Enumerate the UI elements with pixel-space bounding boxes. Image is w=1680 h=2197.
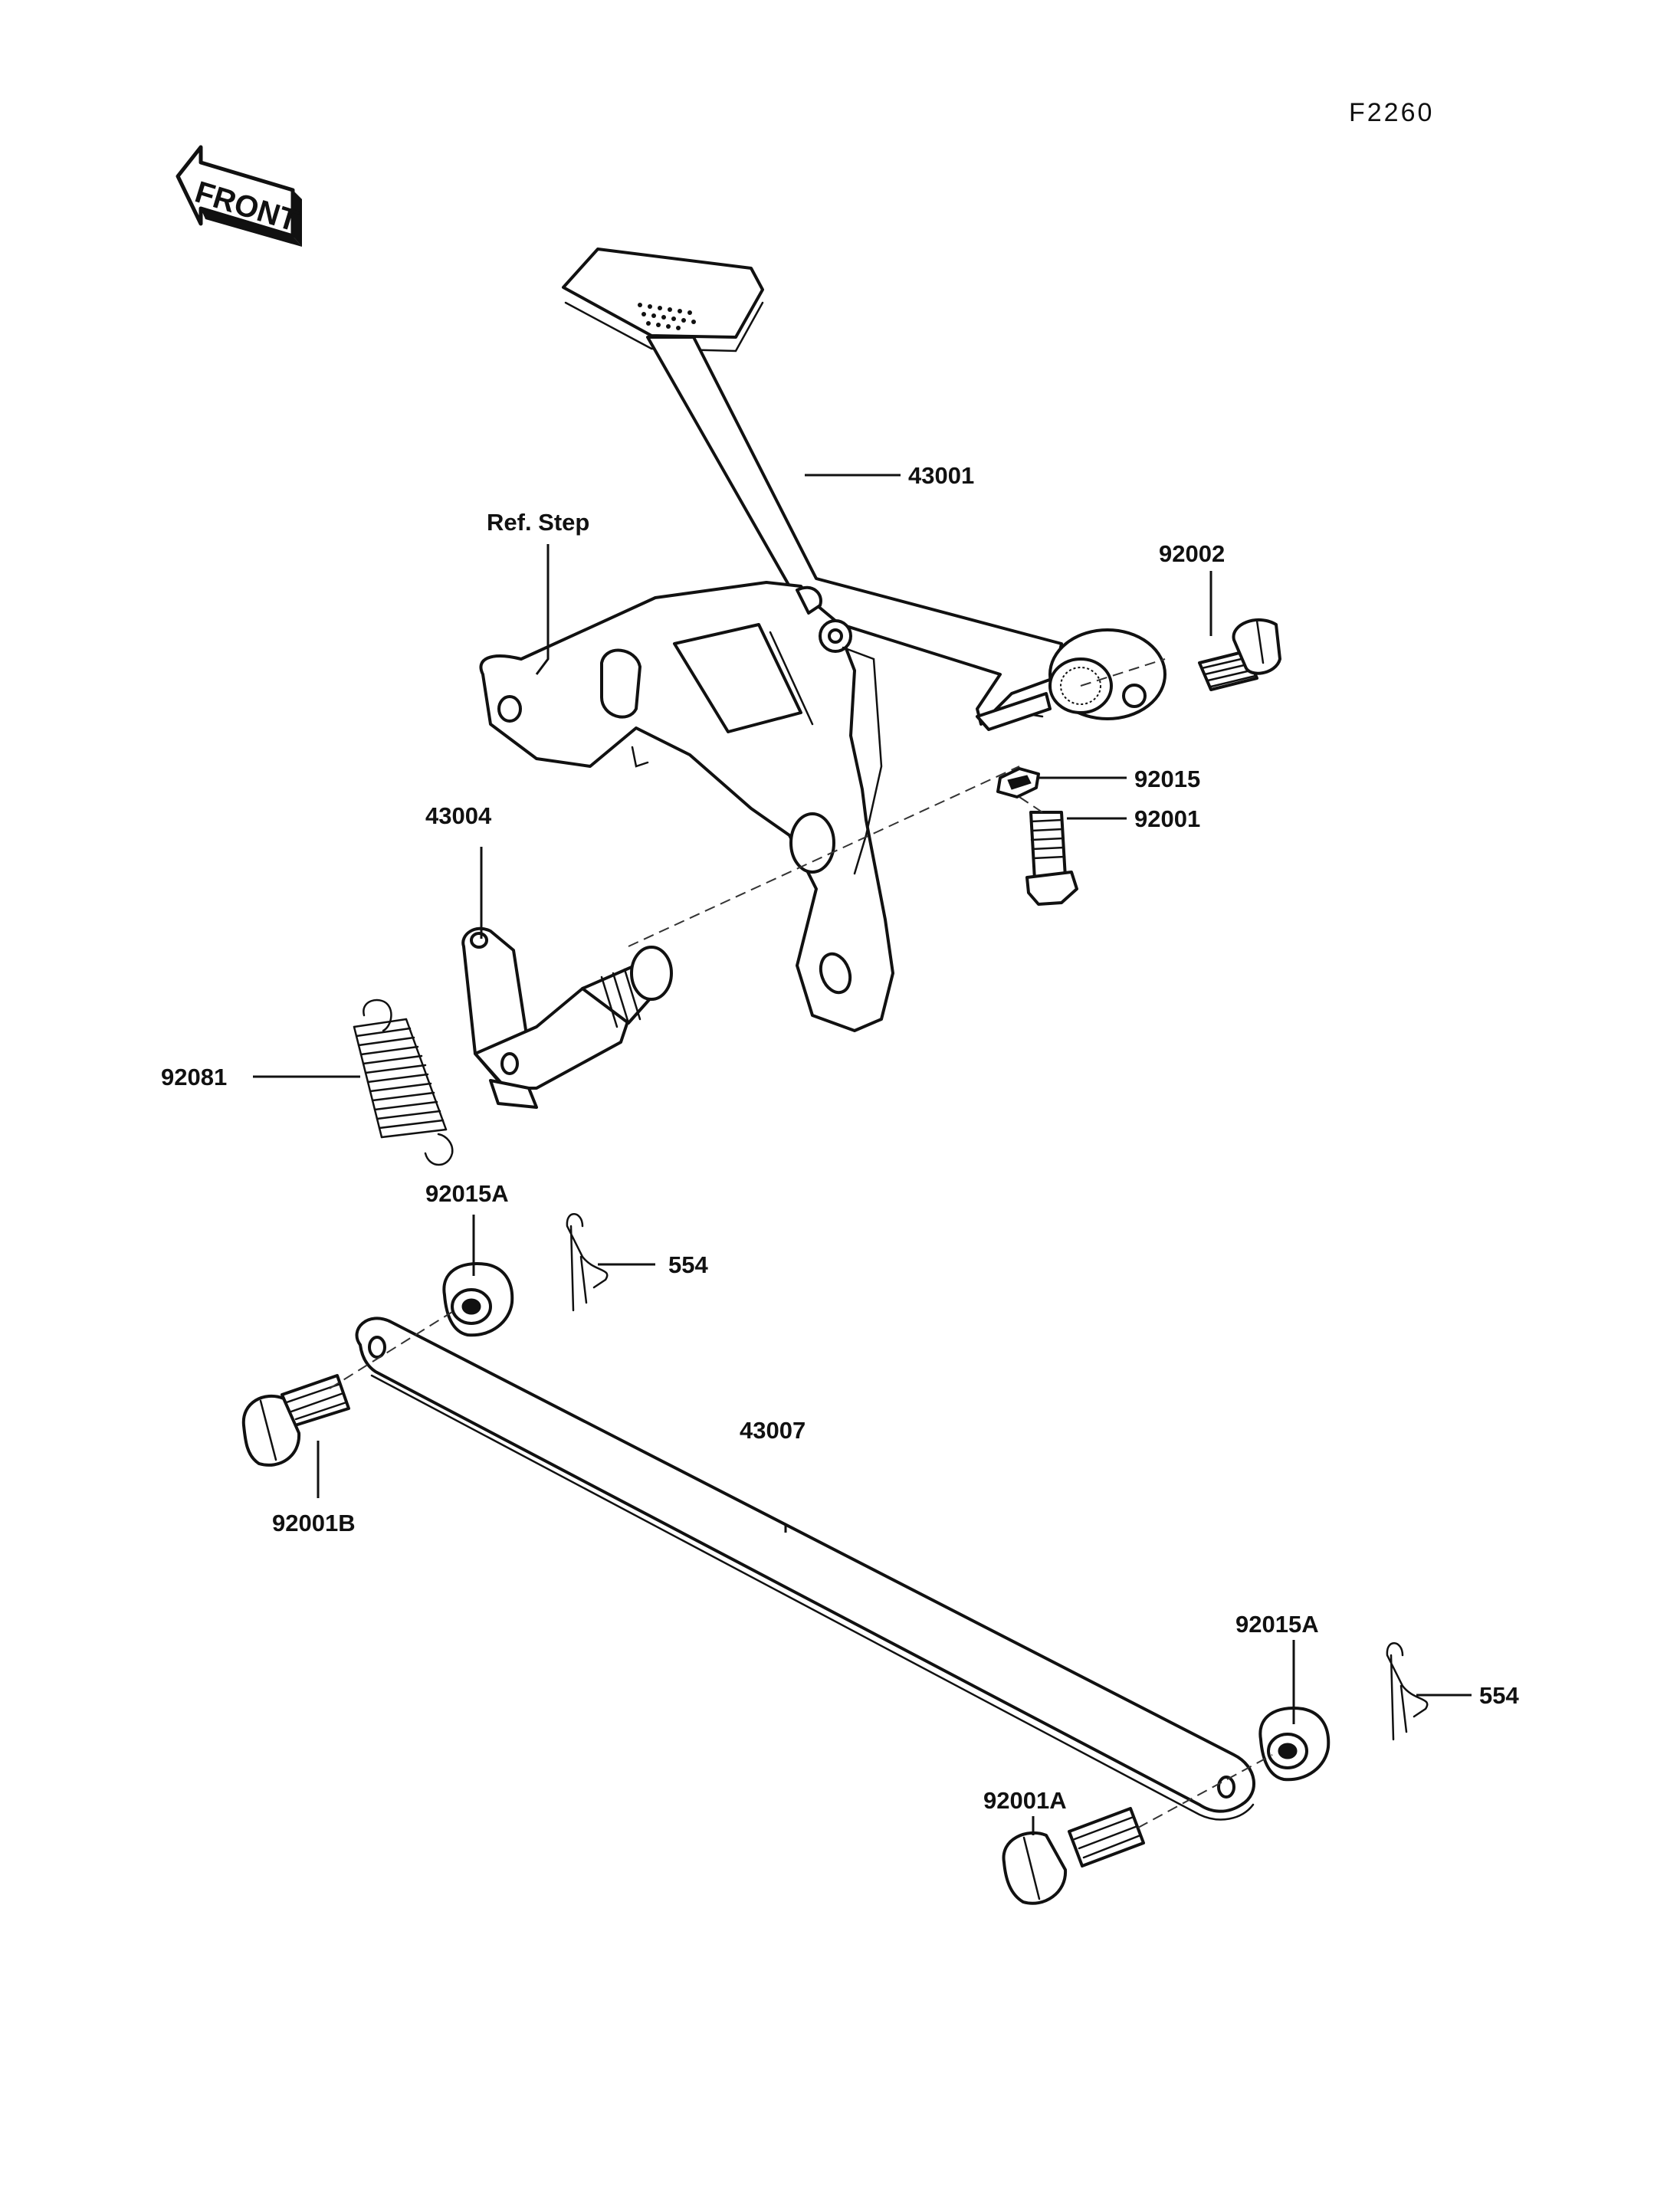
callout-554-top: 554 — [668, 1251, 708, 1278]
nut-92015a-bottom — [1258, 1707, 1331, 1782]
bolt-92002 — [1198, 618, 1281, 691]
pin-554-bottom — [1386, 1642, 1429, 1741]
assembly-axis-lines — [329, 658, 1273, 1828]
leader-lines — [253, 474, 1472, 1835]
callout-ref-step: Ref. Step — [487, 509, 589, 536]
nut-92015 — [996, 767, 1040, 798]
brake-shaft — [461, 926, 673, 1109]
return-spring — [353, 998, 454, 1166]
bolt-92001b — [241, 1374, 350, 1467]
brake-rod — [355, 1317, 1255, 1821]
callout-43004: 43004 — [425, 802, 492, 829]
callout-92015a-top: 92015A — [425, 1180, 509, 1207]
callout-92015: 92015 — [1134, 766, 1200, 792]
diagram-code: F2260 — [1349, 98, 1434, 127]
bolt-92001a — [1002, 1807, 1145, 1905]
step-bracket — [479, 581, 894, 1032]
callout-92002: 92002 — [1159, 540, 1225, 567]
brake-pedal — [562, 248, 1166, 731]
callout-43001: 43001 — [908, 462, 974, 489]
callout-554-bottom: 554 — [1479, 1682, 1519, 1709]
callout-92001b: 92001B — [272, 1510, 356, 1536]
callout-43007: 43007 — [740, 1417, 806, 1444]
callout-92015a-bottom: 92015A — [1235, 1611, 1319, 1638]
nut-92015a-top — [442, 1262, 514, 1337]
bolt-92001 — [1025, 811, 1078, 906]
pin-554-top — [566, 1213, 609, 1312]
callout-92001: 92001 — [1134, 805, 1200, 832]
callout-92001a: 92001A — [983, 1787, 1067, 1814]
callout-92081: 92081 — [161, 1064, 227, 1090]
front-arrow-icon: FRONT — [176, 145, 302, 247]
